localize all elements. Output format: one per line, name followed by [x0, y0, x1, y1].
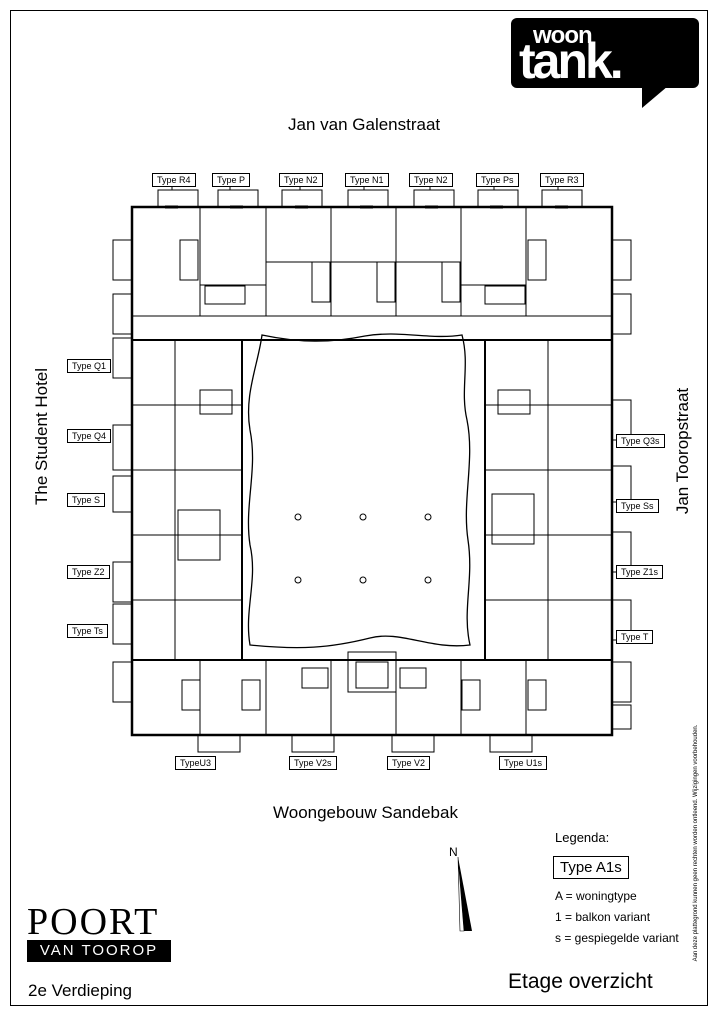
unit-type-tag: Type V2s — [289, 756, 337, 770]
logo-line2: tank. — [519, 33, 624, 89]
unit-type-tag: Type S — [67, 493, 106, 507]
unit-type-tag: Type Ps — [476, 173, 519, 187]
unit-type-tag: Type P — [212, 173, 251, 187]
logo-speech-tail-icon — [642, 86, 668, 108]
legend-line: s = gespiegelde variant — [555, 931, 679, 945]
unit-type-tag: Type Q1 — [67, 359, 112, 373]
street-top: Jan van Galenstraat — [288, 115, 441, 134]
van-toorop-logo: VAN TOOROP — [27, 940, 171, 962]
unit-type-tag: Type R4 — [152, 173, 196, 187]
unit-type-tag: Type N2 — [409, 173, 453, 187]
unit-type-tag: Type U1s — [499, 756, 548, 770]
north-arrow-icon — [457, 856, 472, 932]
legend-title: Legenda: — [555, 830, 610, 845]
floor-label: 2e Verdieping — [28, 981, 132, 1000]
unit-type-tag: Type Z2 — [67, 565, 110, 579]
woontank-logo: woon tank. — [511, 18, 699, 88]
unit-type-tag: Type T — [616, 630, 654, 644]
unit-type-tag: TypeU3 — [175, 756, 217, 770]
legend-line: 1 = balkon variant — [555, 910, 651, 924]
unit-type-tag: Type R3 — [540, 173, 584, 187]
logo-line1: woon — [533, 22, 593, 49]
disclaimer: Aan deze plattegrond kunnen geen rechten… — [693, 724, 699, 962]
street-bottom: Woongebouw Sandebak — [273, 803, 458, 822]
unit-type-tag: Type Z1s — [616, 565, 664, 579]
legend-line: A = woningtype — [555, 889, 637, 903]
unit-type-tag: Type Q3s — [616, 434, 665, 448]
unit-type-tag: Type N1 — [345, 173, 389, 187]
unit-type-tag: Type Q4 — [67, 429, 112, 443]
unit-type-tag: Type Ss — [616, 499, 659, 513]
legend-example-box: Type A1s — [553, 856, 629, 879]
page-frame — [10, 10, 708, 1006]
unit-type-tag: Type Ts — [67, 624, 108, 638]
unit-type-tag: Type N2 — [279, 173, 323, 187]
poort-logo: POORT — [27, 901, 160, 943]
compass-north-label: N — [449, 845, 458, 859]
unit-type-tag: Type V2 — [387, 756, 431, 770]
overview-label: Etage overzicht — [508, 970, 653, 993]
